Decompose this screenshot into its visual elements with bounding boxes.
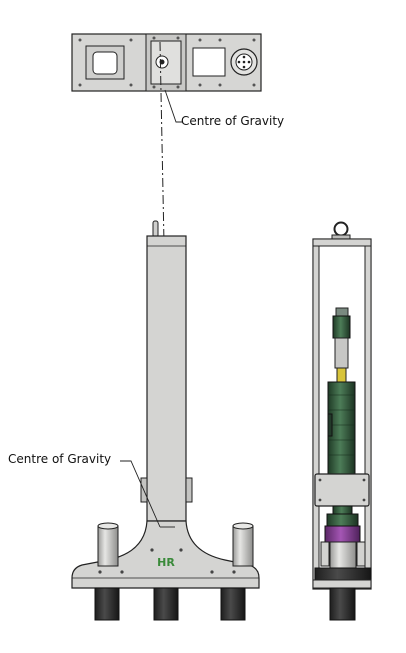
front-view: HR bbox=[71, 220, 260, 621]
side-view bbox=[312, 221, 372, 621]
top-view bbox=[71, 33, 262, 92]
hr-logo: HR bbox=[157, 556, 175, 569]
cog-front-leader bbox=[120, 460, 161, 528]
cog-top-label: Centre of Gravity bbox=[181, 114, 285, 128]
cog-top-leader bbox=[164, 89, 182, 123]
cog-front-label: Centre of Gravity bbox=[8, 452, 112, 466]
